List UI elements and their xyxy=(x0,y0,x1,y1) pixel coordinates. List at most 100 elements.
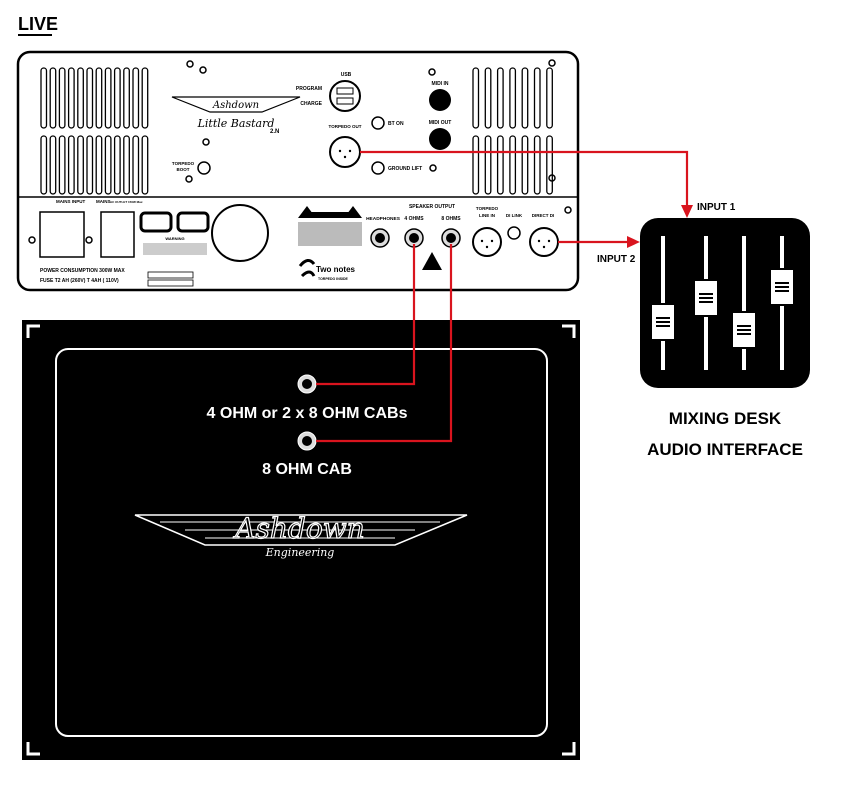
two-notes-badge: Two notes TORPEDO INSIDE xyxy=(298,206,362,281)
svg-text:8 OHMS: 8 OHMS xyxy=(441,216,461,222)
svg-text:Ashdown: Ashdown xyxy=(212,100,259,111)
svg-text:BT ON: BT ON xyxy=(388,121,404,127)
vent-slot xyxy=(546,135,553,195)
svg-text:LINE IN: LINE IN xyxy=(479,213,495,218)
svg-text:DI LINK: DI LINK xyxy=(506,213,523,218)
ground-lift-button[interactable] xyxy=(371,161,385,175)
vent-slot xyxy=(40,135,48,195)
vent-slot xyxy=(49,67,57,129)
vent-slot xyxy=(58,67,66,129)
svg-text:Two notes: Two notes xyxy=(316,265,356,274)
cable-torpedo-to-input1 xyxy=(360,150,689,208)
bt-on-button[interactable] xyxy=(371,116,385,130)
vent-slot xyxy=(484,67,492,129)
mixer-label-2: AUDIO INTERFACE xyxy=(647,440,803,459)
fader-grip xyxy=(775,282,789,284)
screws xyxy=(28,59,572,244)
mains-input-socket[interactable] xyxy=(39,211,85,258)
vu-glasses-graphic: WARNING xyxy=(139,211,210,287)
svg-text:2.N: 2.N xyxy=(270,129,279,135)
midi-in-port[interactable] xyxy=(429,89,451,111)
svg-text:TORPEDO INSIDE: TORPEDO INSIDE xyxy=(318,277,349,281)
usb-port[interactable] xyxy=(329,80,361,112)
vent-slot xyxy=(67,67,75,129)
di-link-button[interactable] xyxy=(507,226,521,240)
vent-slot xyxy=(496,135,504,195)
cable-4ohm-to-cab xyxy=(316,244,416,386)
vent-slot xyxy=(533,135,541,195)
fader-grip xyxy=(737,329,751,331)
vent-slot xyxy=(472,135,480,195)
torpedo-boot-button[interactable] xyxy=(197,161,211,175)
midi-out-port[interactable] xyxy=(429,128,451,150)
svg-text:DIRECT DI: DIRECT DI xyxy=(532,213,555,218)
ashdown-little-bastard-logo: Ashdown Little Bastard 2.N xyxy=(171,96,301,135)
vent-slot xyxy=(49,135,57,195)
vent-slot xyxy=(95,67,103,129)
fader-grip xyxy=(656,325,670,327)
fader-grip xyxy=(775,286,789,288)
direct-di-xlr[interactable] xyxy=(529,227,559,257)
amp-head-rear-panel: Ashdown Little Bastard 2.N TORPEDO BOOT … xyxy=(16,50,580,292)
vent-slot xyxy=(40,67,48,129)
svg-text:HEADPHONES: HEADPHONES xyxy=(366,216,401,222)
svg-text:CHARGE: CHARGE xyxy=(300,101,322,107)
vent-slot xyxy=(113,67,121,129)
warning-triangle-icon xyxy=(422,252,442,270)
vent-slot xyxy=(104,67,112,129)
torpedo-out-xlr[interactable] xyxy=(329,136,361,168)
diagram-title: LIVE xyxy=(18,14,58,34)
cab-jack-2-label: 8 OHM CAB xyxy=(262,461,352,478)
vent-slot xyxy=(132,135,140,195)
svg-text:Ashdown: Ashdown xyxy=(232,512,364,545)
svg-text:PROGRAM: PROGRAM xyxy=(296,86,322,92)
vent-slot xyxy=(484,135,492,195)
svg-text:MAINS: MAINS xyxy=(96,199,111,204)
vent-slot xyxy=(472,67,480,129)
vent-slot xyxy=(533,67,541,129)
cab-input-jack-2[interactable] xyxy=(297,431,317,451)
svg-text:AC OUTLET 150W Max: AC OUTLET 150W Max xyxy=(110,200,143,204)
input-1-label: INPUT 1 xyxy=(697,202,736,213)
ashdown-engineering-logo: Ashdown Engineering xyxy=(134,511,468,559)
svg-text:4 OHMS: 4 OHMS xyxy=(404,216,424,222)
cable-8ohm-to-cab xyxy=(316,244,453,443)
vent-slot xyxy=(141,135,149,195)
svg-text:WARNING: WARNING xyxy=(165,236,184,241)
cab-input-jack-1[interactable] xyxy=(297,374,317,394)
vent-slot xyxy=(521,67,529,129)
vent-slot xyxy=(58,135,66,195)
svg-text:MIDI OUT: MIDI OUT xyxy=(429,120,452,126)
svg-text:FUSE T2 AH (260V) T 4AH ( 110V: FUSE T2 AH (260V) T 4AH ( 110V) xyxy=(40,278,119,284)
fader-knob xyxy=(731,311,757,349)
svg-text:TORPEDO OUT: TORPEDO OUT xyxy=(329,124,362,129)
vent-slot xyxy=(123,67,130,129)
vent-slot xyxy=(113,135,121,195)
fader-grip xyxy=(737,333,751,335)
fader-grip xyxy=(699,293,713,295)
svg-text:SPEAKER OUTPUT: SPEAKER OUTPUT xyxy=(409,204,455,210)
mains-outlet-socket[interactable] xyxy=(100,211,135,258)
svg-text:MAINS INPUT: MAINS INPUT xyxy=(56,199,86,204)
svg-text:GROUND LIFT: GROUND LIFT xyxy=(388,166,422,172)
mixing-desk-icon: MIXING DESK AUDIO INTERFACE INPUT 1 INPU… xyxy=(597,202,810,459)
svg-text:BOOT: BOOT xyxy=(177,167,190,172)
vent-slot xyxy=(77,135,84,195)
vent-slot xyxy=(104,135,112,195)
vent-slot xyxy=(86,135,94,195)
svg-text:POWER CONSUMPTION 300W MAX: POWER CONSUMPTION 300W MAX xyxy=(40,268,125,274)
vent-slots xyxy=(40,67,553,195)
vent-slot xyxy=(509,135,517,195)
fader-grip xyxy=(656,317,670,319)
vent-slot xyxy=(67,135,75,195)
input-2-label: INPUT 2 xyxy=(597,254,636,265)
svg-text:Engineering: Engineering xyxy=(265,546,335,559)
fader-grip xyxy=(699,301,713,303)
cables xyxy=(316,150,689,443)
mixer-label-1: MIXING DESK xyxy=(669,409,782,428)
fader-knob xyxy=(650,303,676,341)
vent-slot xyxy=(509,67,517,129)
vent-slot xyxy=(496,67,504,129)
torpedo-line-in-xlr[interactable] xyxy=(472,227,502,257)
